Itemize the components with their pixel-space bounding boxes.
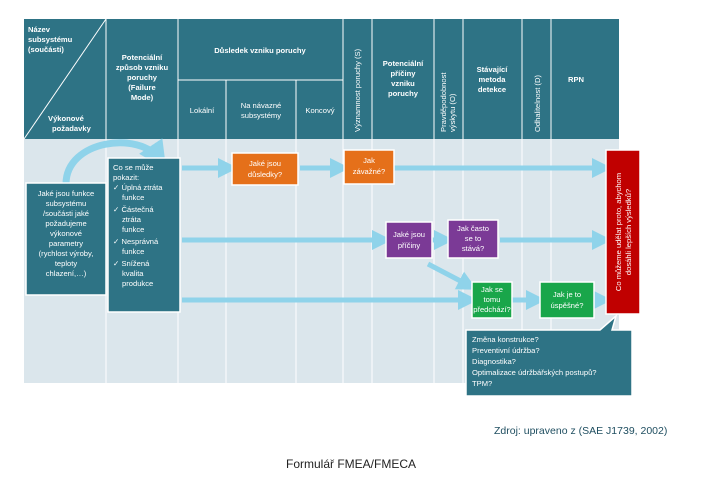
svg-text:(rychlost výroby,: (rychlost výroby,: [39, 249, 94, 258]
svg-text:tomu: tomu: [484, 295, 501, 304]
header-failure-mode: Potenciální způsob vzniku poruchy (Failu…: [116, 53, 169, 102]
header-detection: Odhalitelnost (D): [533, 75, 542, 132]
flow-arrows: [62, 138, 612, 310]
svg-text:subsystémy: subsystémy: [241, 111, 281, 120]
svg-text:metoda: metoda: [478, 75, 506, 84]
curved-arrow: [62, 138, 167, 185]
causes-box: Jaké jsou příčiny: [385, 221, 433, 259]
svg-text:Optimalizace údržbářských post: Optimalizace údržbářských postupů?: [472, 368, 597, 377]
header-failure-effects: Důsledek vzniku poruchy: [214, 46, 306, 55]
svg-text:funkce: funkce: [122, 225, 144, 234]
svg-text:důsledky?: důsledky?: [248, 170, 282, 179]
svg-text:Potenciální: Potenciální: [383, 59, 424, 68]
svg-text:Jak: Jak: [363, 156, 375, 165]
svg-text:závažné?: závažné?: [353, 167, 386, 176]
svg-text:funkce: funkce: [122, 193, 144, 202]
source-note: Zdroj: upraveno z (SAE J1739, 2002): [494, 425, 668, 437]
svg-text:subsystému: subsystému: [46, 199, 87, 208]
svg-text:✓ Nesprávná: ✓ Nesprávná: [113, 237, 159, 246]
svg-text:pokazit:: pokazit:: [113, 173, 139, 182]
prevention-box: Jak se tomu předchází?: [471, 281, 513, 319]
svg-text:Jak je to: Jak je to: [553, 290, 581, 299]
svg-text:Na návazné: Na návazné: [241, 101, 282, 110]
arrow-causes-prevention: [426, 261, 478, 290]
svg-text:Jak se: Jak se: [481, 285, 503, 294]
svg-text:kvalita: kvalita: [122, 269, 144, 278]
svg-text:Jaké jsou funkce: Jaké jsou funkce: [38, 189, 95, 198]
figure-caption: Formulář FMEA/FMECA: [285, 457, 416, 471]
svg-text:(Failure: (Failure: [128, 83, 155, 92]
svg-text:stává?: stává?: [462, 244, 484, 253]
svg-text:příčiny: příčiny: [391, 69, 417, 78]
svg-text:subsystému: subsystému: [28, 35, 73, 44]
svg-text:teploty: teploty: [55, 259, 78, 268]
effects-box: Jaké jsou důsledky?: [231, 152, 299, 186]
svg-text:Název: Název: [28, 25, 51, 34]
header-rpn: RPN: [568, 75, 584, 84]
svg-text:Co můžeme udělat proto, abycho: Co můžeme udělat proto, abychom: [614, 173, 623, 291]
svg-text:Jaké jsou: Jaké jsou: [249, 159, 281, 168]
svg-text:detekce: detekce: [478, 85, 506, 94]
svg-text:poruchy: poruchy: [388, 89, 419, 98]
header-occurrence: Pravděpodobnost výskytu (O): [439, 72, 457, 132]
svg-text:(součásti): (součásti): [28, 45, 64, 54]
svg-text:Diagnostika?: Diagnostika?: [472, 357, 516, 366]
svg-text:✓ Snížená: ✓ Snížená: [113, 259, 150, 268]
svg-text:Výkonové: Výkonové: [48, 114, 84, 123]
detection-box: Jak je to úspěšné?: [539, 281, 595, 319]
svg-text:chlazení,…): chlazení,…): [46, 269, 87, 278]
header-potential-causes: Potenciální příčiny vzniku poruchy: [383, 59, 424, 98]
header-severity: Významnost poruchy (S): [353, 48, 362, 132]
svg-text:ztráta: ztráta: [122, 215, 142, 224]
svg-text:Pravděpodobnost: Pravděpodobnost: [439, 72, 448, 132]
svg-text:TPM?: TPM?: [472, 379, 492, 388]
svg-text:vzniku: vzniku: [391, 79, 415, 88]
header-performance-requirements: Výkonové požadavky: [48, 114, 92, 133]
svg-text:✓ Úplná ztráta: ✓ Úplná ztráta: [113, 183, 163, 192]
header-subsystem-name: Název subsystému (součásti): [28, 25, 73, 54]
svg-text:Preventivní údržba?: Preventivní údržba?: [472, 346, 540, 355]
svg-text:Potenciální: Potenciální: [122, 53, 163, 62]
svg-text:Jak často: Jak často: [457, 224, 489, 233]
functions-box: Jaké jsou funkce subsystému /součásti ja…: [25, 182, 107, 296]
severity-box: Jak závažné?: [343, 149, 395, 185]
header-current-controls: Stávající metoda detekce: [477, 65, 509, 94]
svg-text:příčiny: příčiny: [398, 241, 421, 250]
svg-text:produkce: produkce: [122, 279, 153, 288]
failure-box: Co se může pokazit: ✓ Úplná ztráta funkc…: [107, 157, 181, 313]
header-end: Koncový: [305, 106, 334, 115]
svg-text:předchází?: předchází?: [473, 305, 511, 314]
svg-text:způsob vzniku: způsob vzniku: [116, 63, 169, 72]
actions-callout: Změna konstrukce? Preventivní údržba? Di…: [465, 313, 633, 397]
svg-text:Jaké jsou: Jaké jsou: [393, 230, 425, 239]
svg-text:funkce: funkce: [122, 247, 144, 256]
svg-text:Stávající: Stávající: [477, 65, 509, 74]
improve-box: Co můžeme udělat proto, abychom dosáhli …: [605, 149, 641, 315]
table-header: [24, 19, 619, 139]
svg-text:se to: se to: [465, 234, 481, 243]
svg-text:/součásti jaké: /součásti jaké: [43, 209, 89, 218]
svg-text:požadavky: požadavky: [52, 124, 92, 133]
svg-text:požadujeme: požadujeme: [45, 219, 86, 228]
svg-text:poruchy: poruchy: [127, 73, 158, 82]
svg-text:✓ Částečná: ✓ Částečná: [113, 205, 154, 214]
svg-text:výkonové: výkonové: [50, 229, 82, 238]
svg-text:úspěšné?: úspěšné?: [551, 301, 584, 310]
svg-text:Co se může: Co se může: [113, 163, 154, 172]
svg-text:parametry: parametry: [49, 239, 83, 248]
svg-text:Mode): Mode): [131, 93, 154, 102]
occurrence-box: Jak často se to stává?: [447, 219, 499, 259]
svg-text:dosáhli lepších výsledků?: dosáhli lepších výsledků?: [624, 189, 633, 275]
svg-text:Změna konstrukce?: Změna konstrukce?: [472, 335, 539, 344]
svg-text:výskytu (O): výskytu (O): [448, 93, 457, 132]
header-next-level: Na návazné subsystémy: [241, 101, 282, 120]
header-local: Lokální: [190, 106, 215, 115]
